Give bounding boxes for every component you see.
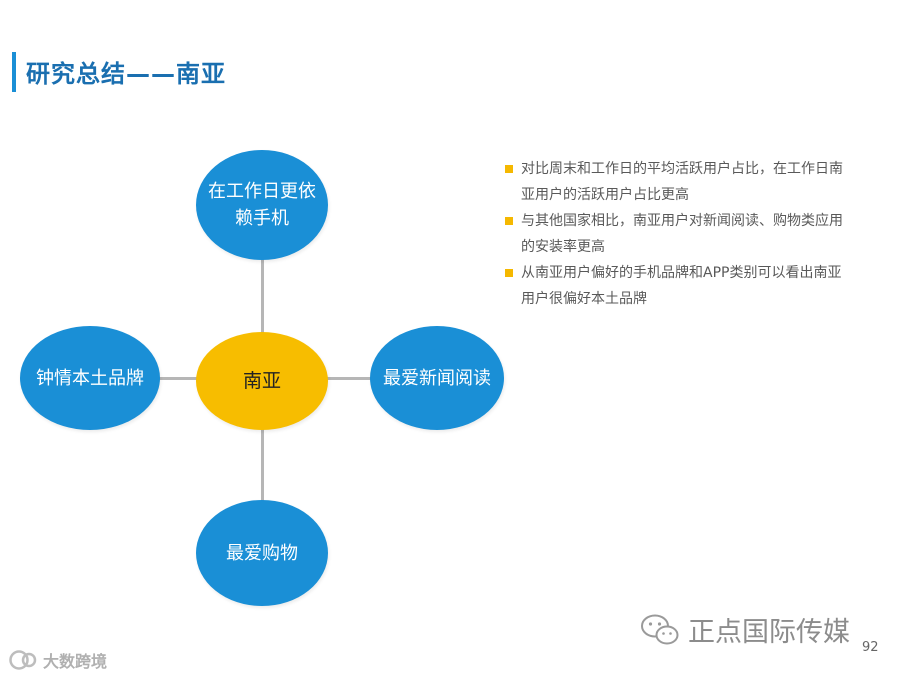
connector-bottom: [261, 422, 264, 512]
logo-mark-icon: [8, 649, 38, 671]
node-left: 钟情本土品牌: [20, 326, 160, 430]
bullet-text: 对比周末和工作日的平均活跃用户占比，在工作日南亚用户的活跃用户占比更高: [521, 161, 843, 203]
wechat-icon: [640, 613, 680, 647]
node-right-label: 最爱新闻阅读: [383, 367, 491, 389]
watermark-text: 正点国际传媒: [688, 617, 850, 648]
bullet-item: 与其他国家相比，南亚用户对新闻阅读、购物类应用的安装率更高: [505, 208, 850, 260]
brand-logo: 大数跨境: [8, 648, 107, 672]
bullet-text: 从南亚用户偏好的手机品牌和APP类别可以看出南亚用户很偏好本土品牌: [521, 265, 842, 307]
bullet-square-icon: [505, 217, 513, 225]
title-accent-bar: [12, 52, 16, 92]
node-left-label: 钟情本土品牌: [36, 367, 144, 389]
node-center: 南亚: [196, 332, 328, 430]
bullet-item: 从南亚用户偏好的手机品牌和APP类别可以看出南亚用户很偏好本土品牌: [505, 260, 850, 312]
bullet-text: 与其他国家相比，南亚用户对新闻阅读、购物类应用的安装率更高: [521, 213, 843, 255]
node-bottom-label: 最爱购物: [226, 542, 298, 564]
bullet-item: 对比周末和工作日的平均活跃用户占比，在工作日南亚用户的活跃用户占比更高: [505, 156, 850, 208]
connector-top: [261, 252, 264, 338]
node-bottom: 最爱购物: [196, 500, 328, 606]
bullet-square-icon: [505, 269, 513, 277]
node-top-label: 在工作日更依赖手机: [208, 181, 316, 229]
page-number: 92: [862, 640, 879, 655]
node-top: 在工作日更依赖手机: [196, 150, 328, 260]
wechat-watermark: 正点国际传媒: [640, 610, 850, 649]
logo-text: 大数跨境: [43, 652, 108, 671]
node-right: 最爱新闻阅读: [370, 326, 504, 430]
connector-right: [326, 377, 374, 380]
summary-bullet-list: 对比周末和工作日的平均活跃用户占比，在工作日南亚用户的活跃用户占比更高 与其他国…: [505, 156, 850, 312]
node-center-label: 南亚: [242, 369, 281, 392]
page-title: 研究总结——南亚: [26, 60, 226, 88]
bullet-square-icon: [505, 165, 513, 173]
connector-left: [156, 377, 198, 380]
